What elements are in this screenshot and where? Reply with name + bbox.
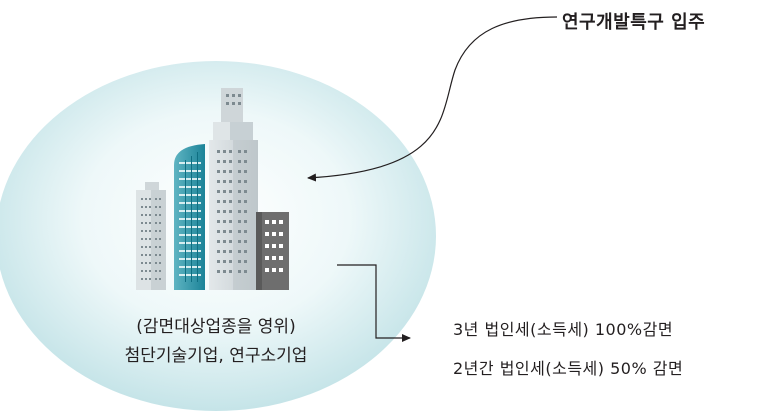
caption-line-1: (감면대상업종을 영위) [136,317,296,337]
curved-arrow [307,16,558,182]
building-cluster-icon [136,88,289,290]
elbow-connector-arrow [337,264,411,342]
benefit-item: 3년 법인세(소득세) 100%감면 [453,320,674,339]
zone-label: 연구개발특구 입주 [562,12,706,33]
caption-line-2: 첨단기술기업, 연구소기업 [124,346,308,366]
benefit-item: 2년간 법인세(소득세) 50% 감면 [453,359,684,378]
